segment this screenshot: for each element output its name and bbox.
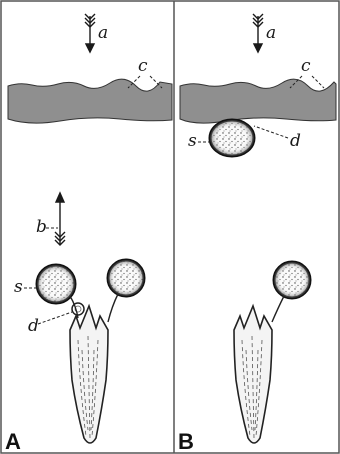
- panel-a: a c b s d: [5, 14, 172, 454]
- membrane: [8, 79, 172, 123]
- label-d: d: [28, 316, 39, 336]
- arrow-b-icon: [55, 193, 65, 245]
- label-a: a: [98, 23, 108, 43]
- label-s: s: [14, 277, 23, 297]
- spore-attached: [210, 120, 254, 156]
- basidium: [234, 306, 272, 443]
- leader-d: [254, 126, 288, 138]
- label-b: b: [36, 217, 47, 237]
- spore-right: [274, 262, 310, 298]
- panel-b: a c s d: [178, 14, 336, 454]
- label-d: d: [290, 131, 301, 151]
- basidium: [70, 306, 108, 443]
- arrow-a-icon: [85, 14, 95, 52]
- label-s: s: [188, 131, 197, 151]
- panel-label-a: A: [5, 429, 21, 454]
- sterigma-right: [272, 296, 284, 322]
- panel-label-b: B: [178, 429, 194, 454]
- spore-left: [37, 265, 75, 303]
- label-a: a: [266, 23, 276, 43]
- label-c: c: [138, 56, 148, 76]
- arrow-a-icon: [253, 14, 263, 52]
- label-c: c: [301, 56, 311, 76]
- membrane: [180, 79, 336, 123]
- leader-d: [38, 312, 72, 324]
- sterigma-right: [108, 294, 118, 322]
- spore-right: [108, 260, 144, 296]
